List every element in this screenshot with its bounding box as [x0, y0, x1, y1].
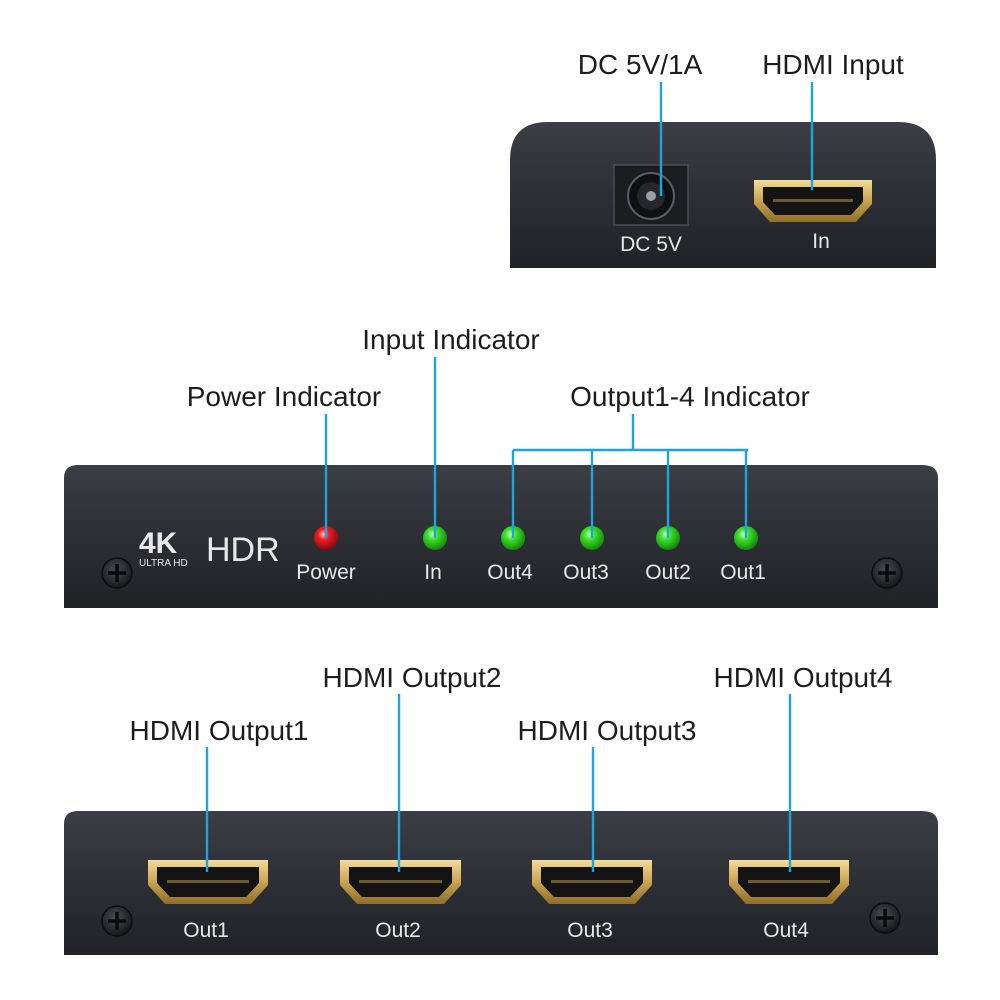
dc-callout: DC 5V/1A: [578, 49, 703, 80]
bottom-panel-body: [64, 811, 938, 955]
hdmi-input-port-label: In: [812, 230, 830, 253]
output-indicator-bracket: [511, 414, 748, 538]
front-panel-body: [64, 465, 938, 608]
out2-port-label: Out2: [375, 919, 421, 942]
output1-callout: HDMI Output1: [130, 715, 309, 746]
power-led-label: Power: [296, 561, 356, 584]
hdmi-input-callout: HDMI Input: [762, 49, 904, 80]
out1-led-label: Out1: [720, 561, 766, 584]
screw-icon: [869, 902, 901, 934]
out4-led-label: Out4: [487, 561, 533, 584]
logo-4k: 4K: [139, 527, 178, 560]
input-indicator-callout: Input Indicator: [362, 324, 539, 355]
bottom-panel: Out1 Out2 Out3 Out4 HDMI Output1 HDMI Ou…: [64, 662, 938, 955]
logo-hdr: HDR: [206, 531, 280, 569]
top-panel-body: [510, 122, 936, 268]
out3-port-label: Out3: [567, 919, 613, 942]
out4-port-label: Out4: [763, 919, 809, 942]
screw-icon: [101, 905, 133, 937]
hdmi-output-port-1: [148, 860, 268, 904]
out1-port-label: Out1: [183, 919, 229, 942]
screw-icon: [871, 557, 903, 589]
logo-ultra-hd: ULTRA HD: [139, 558, 188, 569]
output2-callout: HDMI Output2: [323, 662, 502, 693]
screw-icon: [101, 557, 133, 589]
hdmi-input-port: [754, 180, 872, 222]
out2-led-label: Out2: [645, 561, 691, 584]
output-indicator-callout: Output1-4 Indicator: [570, 381, 810, 412]
dc-port-label: DC 5V: [620, 233, 682, 256]
power-indicator-callout: Power Indicator: [187, 381, 382, 412]
hdmi-output-port-4: [729, 860, 849, 904]
hdmi-output-port-2: [340, 860, 461, 904]
output4-callout: HDMI Output4: [714, 662, 893, 693]
hdmi-output-port-3: [532, 860, 652, 904]
output3-callout: HDMI Output3: [518, 715, 697, 746]
front-panel: 4K ULTRA HD HDR Power In Out4 Out3 Out2 …: [64, 324, 938, 608]
out3-led-label: Out3: [563, 561, 609, 584]
input-led-label: In: [424, 561, 442, 584]
top-panel: DC 5V In DC 5V/1A HDMI Input: [510, 49, 936, 268]
dc-jack: [613, 164, 689, 226]
